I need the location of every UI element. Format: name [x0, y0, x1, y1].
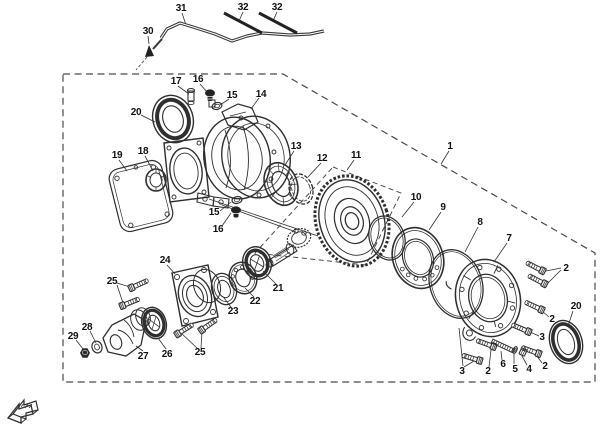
part-label-11-13: 11: [351, 150, 362, 161]
part-label-7-18: 7: [506, 233, 512, 244]
part-9-ball-bearing: [391, 226, 445, 290]
part-label-28-33: 28: [82, 322, 93, 333]
part-16-breather-plug-top: [205, 89, 215, 101]
part-label-15-6: 15: [227, 90, 238, 101]
part-4-nut: [518, 347, 528, 357]
part-30-pipe-clip-arrow: [145, 45, 154, 57]
part-24-bearing-carrier: [171, 264, 222, 327]
part-label-12-12: 12: [317, 153, 328, 164]
part-label-23-38: 23: [228, 306, 239, 317]
part-label-21-40: 21: [273, 283, 284, 294]
part-20-oil-seal-left: [151, 94, 195, 144]
part-label-30-3: 30: [143, 26, 154, 37]
part-label-32-2: 32: [272, 2, 283, 13]
part-16-drain-plug-bottom: [231, 206, 241, 218]
part-label-3-24: 3: [539, 332, 545, 343]
part-label-32-1: 32: [238, 2, 249, 13]
part-label-25-37: 25: [195, 347, 206, 358]
part-label-20-22: 20: [571, 301, 582, 312]
part-label-15-19: 15: [209, 207, 220, 218]
part-28-washer: [91, 340, 103, 354]
part-label-5-29: 5: [512, 364, 518, 375]
part-label-2-21: 2: [563, 263, 569, 274]
part-13-taper-bearing: [263, 161, 299, 207]
part-label-3-26: 3: [459, 366, 465, 377]
part-label-24-31: 24: [160, 255, 171, 266]
part-label-2-27: 2: [485, 366, 491, 377]
part-label-13-11: 13: [291, 141, 302, 152]
part-label-16-20: 16: [213, 224, 224, 235]
part-18-bearing: [145, 168, 167, 192]
part-label-8-17: 8: [477, 217, 483, 228]
part-label-19-9: 19: [112, 150, 123, 161]
part-3-flange-bolts: [460, 320, 533, 366]
front-direction-arrow-icon: [6, 398, 39, 424]
part-22-ball-bearing: [228, 261, 258, 295]
part-11-ring-gear: [313, 174, 391, 268]
part-label-20-8: 20: [131, 107, 142, 118]
part-5-washer: [512, 346, 518, 354]
part-label-2-25: 2: [542, 361, 548, 372]
part-label-16-5: 16: [193, 74, 204, 85]
part-label-18-10: 18: [138, 146, 149, 157]
part-label-27-35: 27: [138, 351, 149, 362]
part-label-26-36: 26: [162, 349, 173, 360]
part-15-washer-top: [211, 101, 223, 111]
part-label-17-4: 17: [171, 76, 182, 87]
assembly-boundary-dashed-box: [62, 73, 596, 383]
part-pinion-gear-shaft: [265, 227, 312, 269]
part-7-bearing-cover: [445, 258, 522, 341]
part-label-22-39: 22: [250, 296, 261, 307]
part-label-6-28: 6: [500, 359, 506, 370]
part-label-10-15: 10: [411, 192, 422, 203]
part-label-14-7: 14: [256, 89, 267, 100]
part-label-9-16: 9: [440, 202, 446, 213]
part-29-nut: [80, 348, 90, 358]
part-15-washer-bottom: [231, 195, 243, 205]
part-12-stop-ring: [288, 173, 314, 205]
part-label-25-32: 25: [107, 276, 118, 287]
part-17-vent-joint: [186, 88, 196, 106]
part-32-breather-hose: [223, 11, 298, 35]
part-label-4-30: 4: [526, 364, 532, 375]
part-27-yoke: [102, 307, 151, 357]
part-14-gear-case: [163, 99, 291, 209]
part-label-2-23: 2: [549, 314, 555, 325]
part-label-31-0: 31: [176, 3, 187, 14]
part-label-29-34: 29: [68, 331, 79, 342]
part-label-1-14: 1: [447, 141, 453, 152]
part-19-gasket: [108, 159, 174, 233]
part-20-oil-seal-right: [548, 319, 584, 365]
part-31-breather-pipe: [152, 21, 325, 50]
